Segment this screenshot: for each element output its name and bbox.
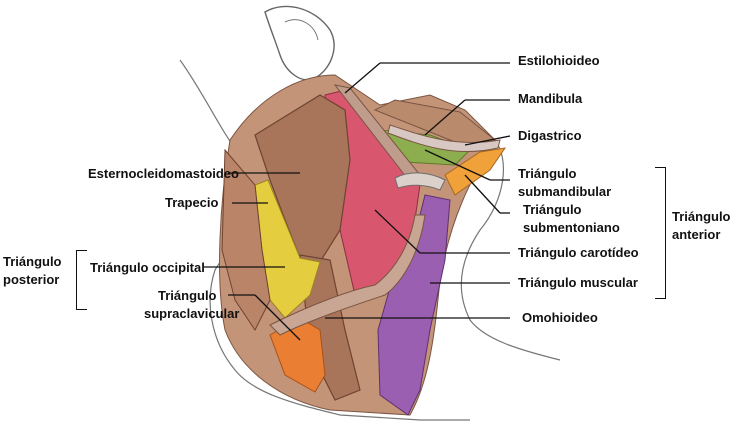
- label-triangulo-anterior-line1: Triángulo: [672, 209, 731, 224]
- mandible-strip: [373, 99, 497, 149]
- label-triangulo-muscular: Triángulo muscular: [518, 275, 638, 290]
- bracket-anterior: [655, 167, 666, 299]
- head-outline: [179, 59, 470, 421]
- label-trapecio: Trapecio: [165, 195, 219, 210]
- label-triangulo-posterior-line1: Triángulo: [3, 254, 62, 269]
- label-triangulo-submandibular-line1: Triángulo: [518, 166, 577, 181]
- label-estilohioideo: Estilohioideo: [518, 53, 600, 68]
- ear-inner: [284, 19, 319, 41]
- bracket-posterior: [76, 250, 87, 310]
- trapezius-muscle: [221, 148, 271, 331]
- leader-lines: [204, 62, 511, 341]
- label-triangulo-submandibular-line2: submandibular: [518, 184, 612, 199]
- label-triangulo-anterior-line2: anterior: [672, 227, 721, 242]
- label-esternocleidomastoideo: Esternocleidomastoideo: [88, 166, 239, 181]
- ear-outline: [264, 5, 335, 81]
- label-triangulo-carotideo: Triángulo carotídeo: [518, 245, 639, 260]
- submental-triangle: [444, 147, 507, 196]
- label-triangulo-submentoniano-line1: Triángulo: [523, 202, 582, 217]
- label-triangulo-supraclavicular-line1: Triángulo: [158, 288, 217, 303]
- label-triangulo-posterior-line2: posterior: [3, 272, 60, 287]
- sternocleidomastoid-muscle: [254, 94, 351, 263]
- label-triangulo-submentoniano-line2: submentoniano: [523, 220, 620, 235]
- label-digastrico: Digastrico: [518, 128, 582, 143]
- label-omohioideo: Omohioideo: [522, 310, 598, 325]
- label-triangulo-supraclavicular-line2: supraclavicular: [144, 306, 240, 321]
- label-mandibula: Mandibula: [518, 91, 583, 106]
- digastric-muscle: [387, 124, 501, 153]
- label-triangulo-occipital: Triángulo occipital: [90, 260, 205, 275]
- chin-outline: [460, 139, 561, 361]
- hyoid-bone: [394, 172, 446, 191]
- omohyoid-muscle: [269, 214, 426, 336]
